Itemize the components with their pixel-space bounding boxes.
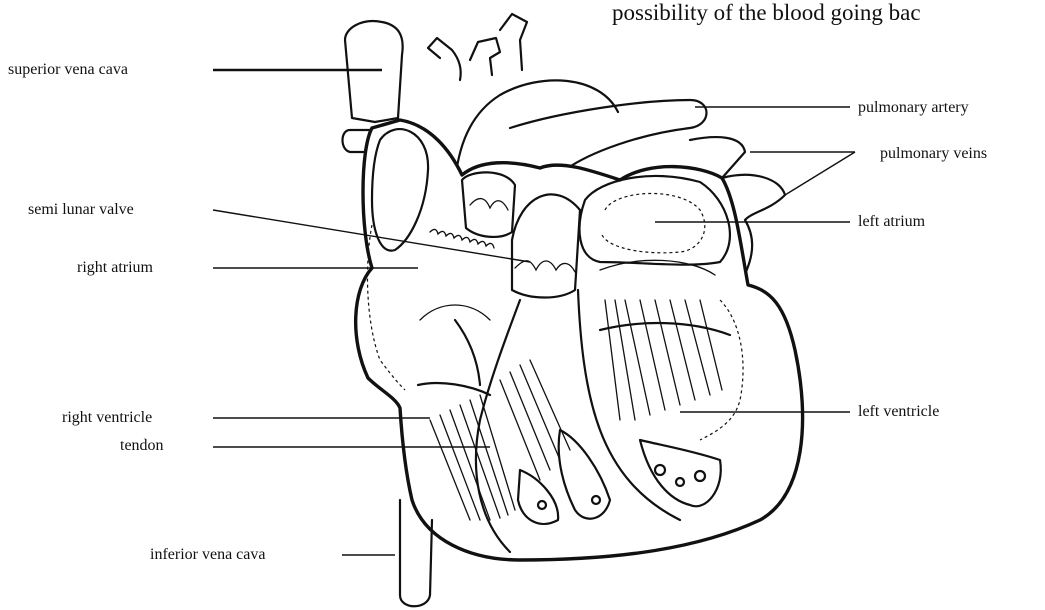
aorta-branch-2	[470, 38, 500, 75]
label-left-atrium: left atrium	[858, 213, 926, 230]
aorta-branch-3	[500, 14, 527, 70]
caption-text: possibility of the blood going bac	[612, 0, 921, 25]
label-right-atrium: right atrium	[77, 259, 154, 276]
label-pulmonary-artery: pulmonary artery	[858, 99, 969, 116]
label-left-ventricle: left ventricle	[858, 403, 939, 420]
label-superior-vena-cava: superior vena cava	[8, 61, 128, 78]
label-pulmonary-veins: pulmonary veins	[880, 145, 987, 162]
label-inferior-vena-cava: inferior vena cava	[150, 546, 265, 563]
aorta-branch-1	[428, 38, 461, 80]
pulmonary-artery-shape	[510, 100, 707, 170]
label-tendon: tendon	[120, 437, 164, 454]
heart-outline	[356, 120, 803, 560]
label-right-ventricle: right ventricle	[62, 409, 152, 426]
label-semi-lunar-valve: semi lunar valve	[28, 201, 134, 218]
heart-illustration	[343, 14, 803, 606]
superior-vena-cava-shape	[345, 21, 403, 122]
